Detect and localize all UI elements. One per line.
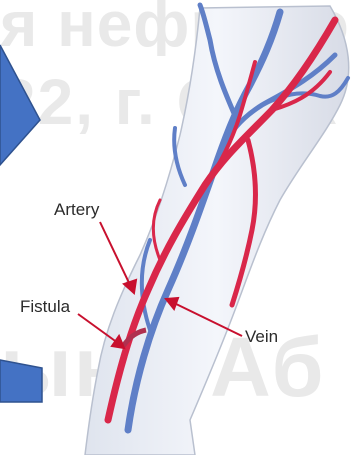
artery-label: Artery: [54, 200, 99, 220]
artery-pointer-line: [100, 222, 131, 287]
vein-label: Vein: [245, 327, 278, 347]
blue-arrow-shape-top: [0, 45, 40, 165]
blue-arrow-shape-bottom: [0, 360, 42, 402]
fistula-label: Fistula: [20, 297, 70, 317]
